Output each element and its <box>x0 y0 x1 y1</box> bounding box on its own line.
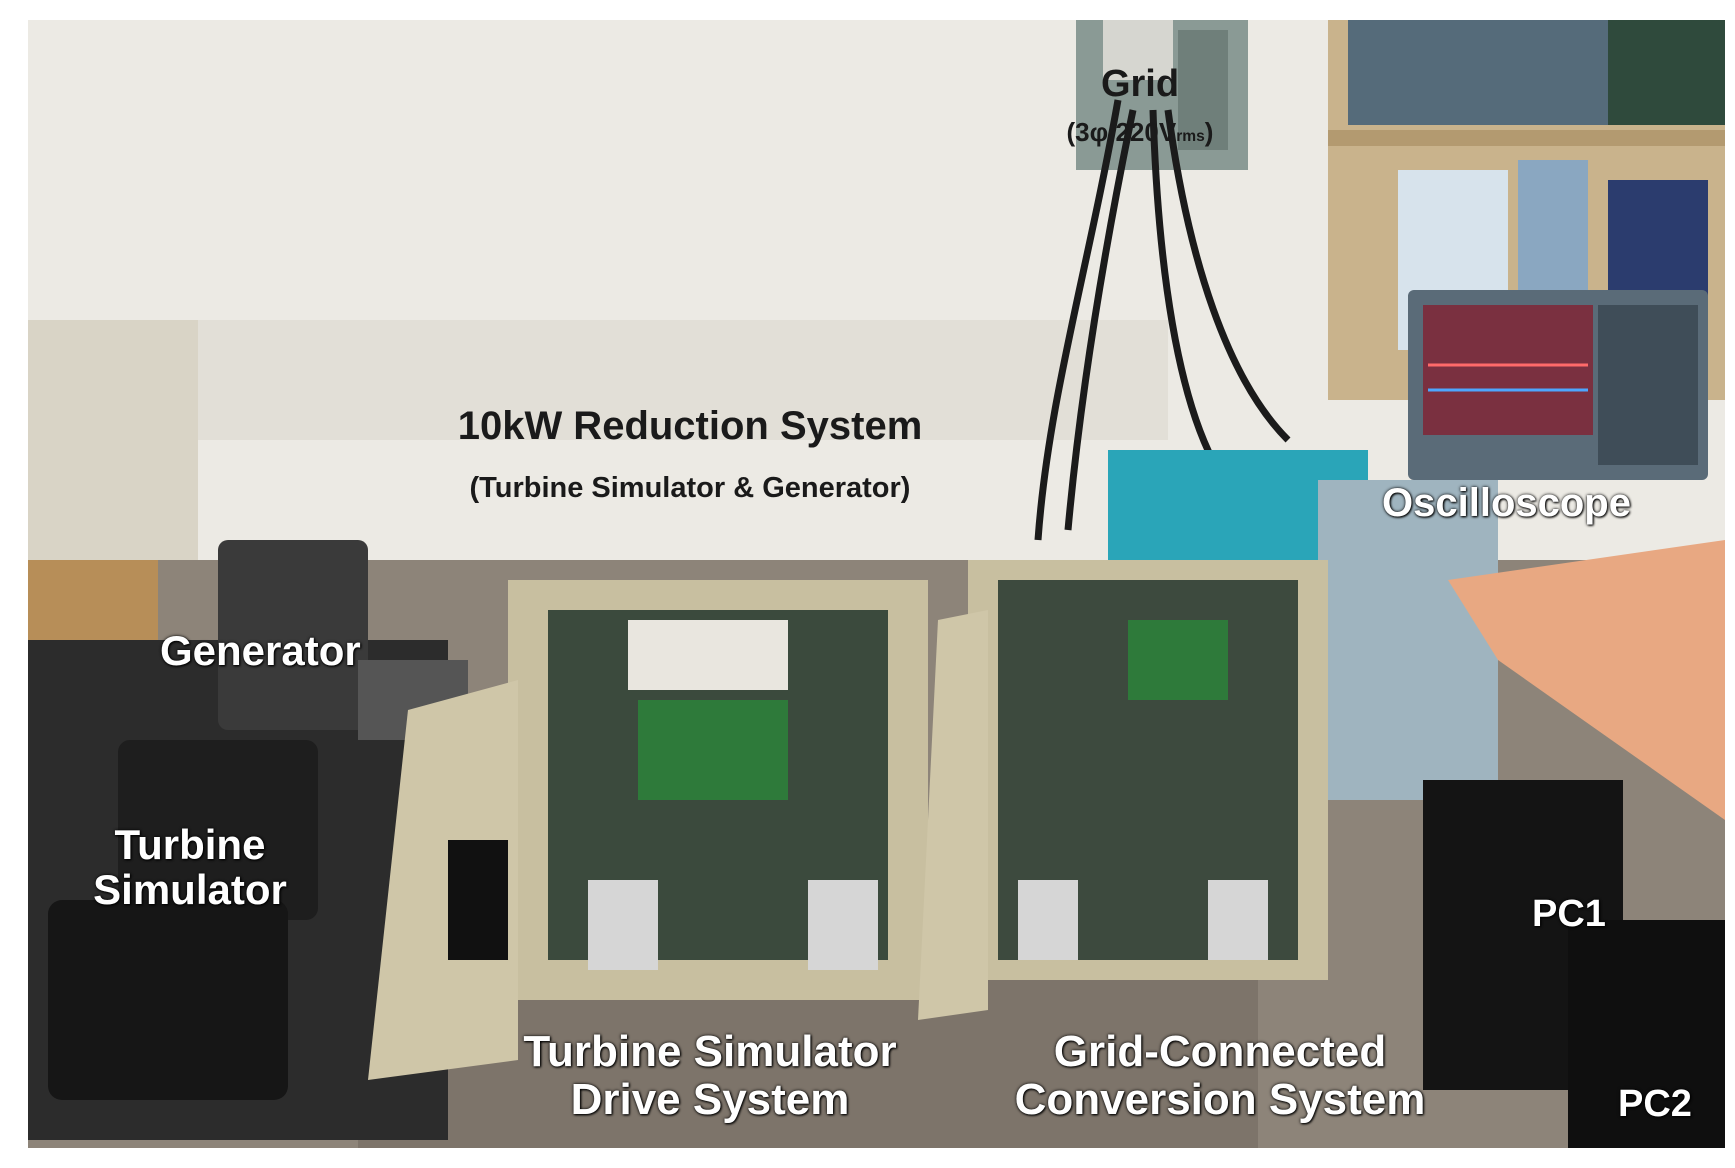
pc2-label: PC2 <box>1618 1083 1692 1125</box>
drive-system-cabinet <box>368 580 928 1080</box>
pc1-label-text: PC1 <box>1532 893 1606 935</box>
generator-label: Generator <box>160 628 361 673</box>
conversion-system-line1: Grid-Connected <box>1053 1027 1387 1076</box>
grid-cables <box>1034 99 1291 541</box>
pc1-label: PC1 <box>1532 893 1606 935</box>
reduction-system-title-text: 10kW Reduction System <box>457 404 923 448</box>
conversion-system-line2: Conversion System <box>1014 1074 1426 1124</box>
oscilloscope-label: Oscilloscope <box>1382 481 1631 525</box>
reduction-system-title: 10kW Reduction System <box>410 404 970 448</box>
reduction-system-subtitle-text: (Turbine Simulator & Generator) <box>469 472 911 504</box>
oscilloscope-label-text: Oscilloscope <box>1382 481 1631 525</box>
generator-label-text: Generator <box>160 627 361 674</box>
drive-system-label: Turbine Simulator Drive System <box>480 1028 940 1123</box>
conversion-system-cabinet <box>918 560 1328 1020</box>
conversion-system-label: Grid-Connected Conversion System <box>990 1028 1450 1123</box>
pc2-label-text: PC2 <box>1618 1083 1692 1125</box>
oscilloscope-device <box>1408 290 1708 480</box>
wall-shadow <box>28 320 1168 440</box>
grid-title: Grid <box>1100 63 1180 105</box>
grid-spec-suffix: ) <box>1204 117 1214 147</box>
grid-label: Grid <box>1060 63 1220 105</box>
grid-spec-subscript: rms <box>1176 128 1205 145</box>
grid-panel <box>1076 20 1248 170</box>
desk <box>1448 540 1725 820</box>
lab-setup-photo <box>28 20 1725 1148</box>
grid-spec-prefix: (3φ 220V <box>1066 117 1177 147</box>
drawer-unit <box>1318 480 1498 800</box>
grid-spec-label: (3φ 220Vrms) <box>1020 118 1260 146</box>
pc2-case <box>1568 920 1725 1148</box>
turbine-simulator-line1: Turbine <box>114 821 266 868</box>
drive-system-line2: Drive System <box>570 1074 850 1124</box>
drive-system-line1: Turbine Simulator <box>523 1027 897 1076</box>
reduction-system-subtitle: (Turbine Simulator & Generator) <box>410 472 970 504</box>
turbine-simulator-line2: Simulator <box>93 866 287 914</box>
turbine-simulator-label: Turbine Simulator <box>60 822 320 913</box>
